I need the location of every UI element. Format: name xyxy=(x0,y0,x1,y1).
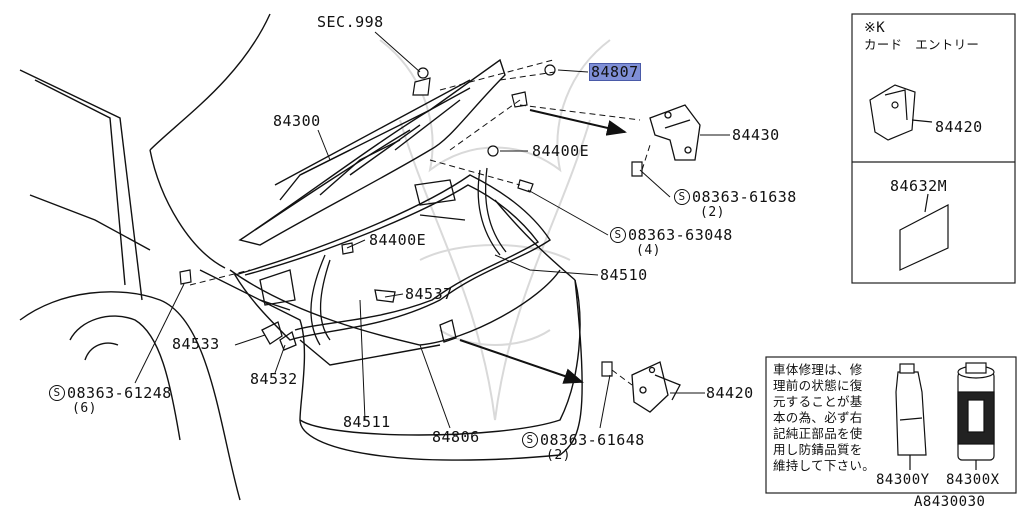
spray-can-84300x xyxy=(957,362,995,470)
label-84400e-mid[interactable]: 84400E xyxy=(369,231,427,249)
paint-notice-line-5: 記純正部品を使 xyxy=(773,426,863,441)
inset-card-subtitle: カード エントリー xyxy=(864,37,980,52)
label-84300[interactable]: 84300 xyxy=(273,112,321,130)
card-label-84632m xyxy=(899,193,949,271)
label-diagram-code: A8430030 xyxy=(914,494,986,510)
fasteners xyxy=(179,64,643,377)
label-sec998[interactable]: SEC.998 xyxy=(317,13,384,31)
label-84400e-top[interactable]: 84400E xyxy=(532,142,590,160)
paint-notice-line-7: 維持して下さい。 xyxy=(773,458,876,473)
label-84806[interactable]: 84806 xyxy=(432,428,480,446)
label-84533[interactable]: 84533 xyxy=(172,335,220,353)
s-circle-icon: S xyxy=(522,432,538,448)
striker-84420 xyxy=(631,361,681,413)
lock-84430 xyxy=(649,104,701,161)
label-84510[interactable]: 84510 xyxy=(600,266,648,284)
label-84537[interactable]: 84537 xyxy=(405,285,453,303)
hinge-and-rods xyxy=(259,167,507,351)
car-body xyxy=(19,13,583,501)
paint-part-84300y[interactable]: 84300Y xyxy=(876,472,930,488)
label-qty-2-b: (2) xyxy=(546,448,571,463)
paint-notice-line-1: 車体修理は、修 xyxy=(773,362,863,377)
paint-notice-line-3: 元することが基 xyxy=(773,394,863,409)
label-84430[interactable]: 84430 xyxy=(732,126,780,144)
arrow-to-lock xyxy=(529,109,627,136)
paint-notice-line-4: 本の為、必ず右 xyxy=(773,410,863,425)
paint-part-84300x[interactable]: 84300X xyxy=(946,472,1000,488)
trunk-lid-84300 xyxy=(238,58,506,246)
label-84532[interactable]: 84532 xyxy=(250,370,298,388)
inset-card-title: ※K xyxy=(864,20,886,36)
watermark-emblem xyxy=(379,39,611,421)
s-circle-icon: S xyxy=(49,385,65,401)
label-84807-highlighted[interactable]: 84807 xyxy=(589,63,641,81)
s-circle-icon: S xyxy=(610,227,626,243)
inset-card-part-84632m[interactable]: 84632M xyxy=(890,177,948,195)
paint-notice-line-2: 理前の状態に復 xyxy=(773,378,863,393)
inset-card-part-84420[interactable]: 84420 xyxy=(935,118,983,136)
dashed-leaders xyxy=(189,59,651,386)
inset-card-entry-frame xyxy=(851,13,1016,284)
inset-paint-frame xyxy=(765,356,1017,494)
arrow-to-striker xyxy=(459,339,584,384)
label-qty-6: (6) xyxy=(72,401,97,416)
paint-tube-84300y xyxy=(895,363,927,470)
label-qty-4: (4) xyxy=(636,243,661,258)
trunk-opening xyxy=(233,174,551,366)
label-qty-2-a: (2) xyxy=(700,205,725,220)
label-84511[interactable]: 84511 xyxy=(343,413,391,431)
label-84420[interactable]: 84420 xyxy=(706,384,754,402)
card-lock-84420 xyxy=(869,84,933,141)
paint-notice-line-6: 用し防錆品質を xyxy=(773,442,863,457)
leader-lines xyxy=(134,31,730,429)
s-circle-icon: S xyxy=(674,189,690,205)
